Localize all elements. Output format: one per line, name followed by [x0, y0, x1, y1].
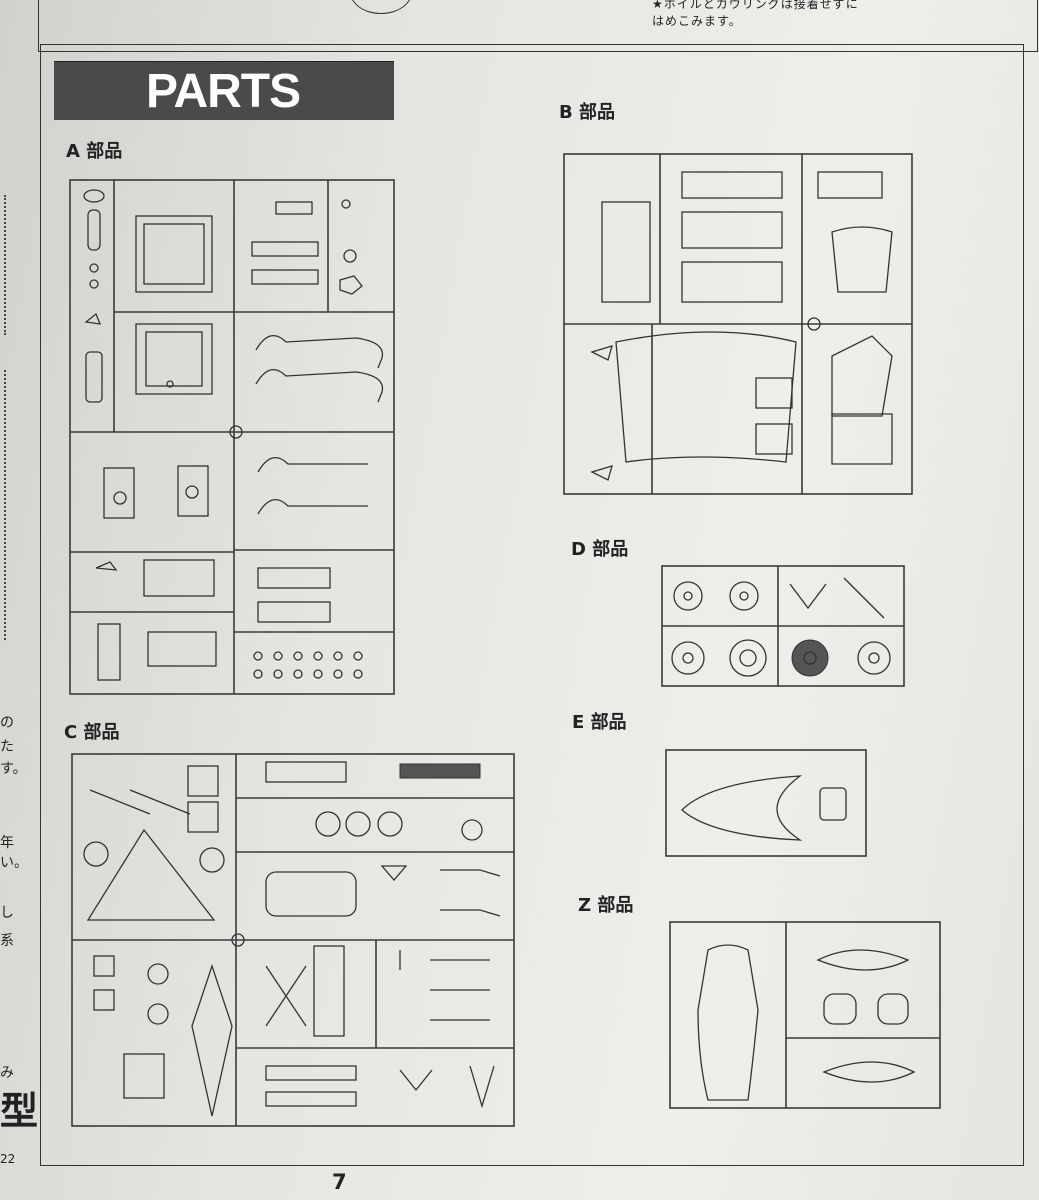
left-page-text: の [0, 715, 14, 731]
left-page-text: 系 [0, 933, 14, 949]
sprue-d-diagram [661, 565, 905, 687]
sprue-label-b: B 部品 [559, 102, 615, 123]
sprue-a-diagram [69, 179, 395, 695]
sprue-e-diagram [665, 749, 867, 857]
left-page-text: す。 [0, 761, 27, 777]
left-page-text: み [0, 1065, 14, 1081]
left-page-dotted-line [4, 195, 6, 335]
parts-header-banner: PARTS [54, 61, 394, 120]
left-page-logo-mark: 型 [0, 1088, 39, 1133]
parts-section-box [40, 44, 1024, 1166]
sprue-label-a: A 部品 [66, 141, 123, 162]
sprue-label-e: E 部品 [572, 712, 627, 733]
sprue-label-d: D 部品 [571, 539, 629, 560]
left-page-text: た [0, 739, 14, 755]
left-page-text: 年 [0, 835, 14, 851]
sprue-z-diagram [669, 921, 941, 1109]
left-page-text: し [0, 905, 14, 921]
sprue-b-diagram [563, 153, 913, 495]
sprue-label-c: C 部品 [64, 722, 120, 743]
parts-title: PARTS [146, 65, 301, 118]
left-page-dotted-line [4, 370, 6, 640]
left-page-text: い。 [0, 855, 28, 871]
left-page-reference: 22 [0, 1152, 16, 1166]
sprue-label-z: Z 部品 [578, 895, 634, 916]
previous-step-box [38, 0, 1038, 52]
sprue-c-diagram [71, 753, 515, 1127]
assembly-note-line-1: ★ホイルとカウリングは接着せずに [652, 0, 859, 11]
assembly-note: ★ホイルとカウリングは接着せずに はめこみます。 [652, 0, 932, 30]
assembly-note-line-2: はめこみます。 [652, 14, 742, 28]
page-number: 7 [332, 1170, 347, 1194]
